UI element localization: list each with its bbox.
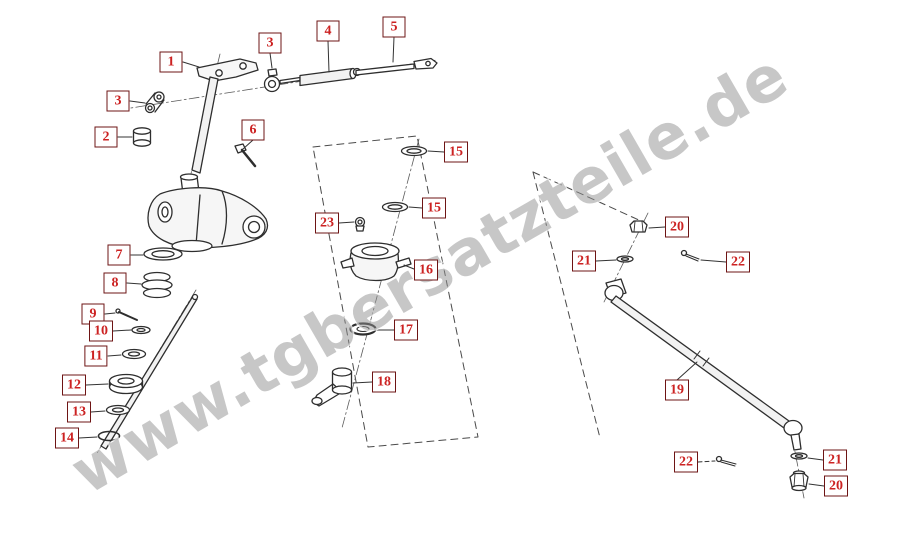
part-13-washer	[105, 404, 131, 416]
callout-11: 11	[84, 345, 108, 367]
steering-gear-housing	[147, 173, 269, 253]
callout-8: 8	[103, 272, 127, 294]
dashed-boundaries	[312, 135, 642, 448]
callout-15-upper: 15	[444, 141, 468, 163]
part-20-lower-nut	[789, 470, 809, 492]
part-23-grease-nipple	[354, 216, 366, 232]
part-6-bolt	[234, 143, 257, 168]
callout-10: 10	[89, 320, 113, 342]
part-21-lower-washer	[790, 452, 808, 460]
part-15-lower-ring	[381, 201, 409, 213]
callout-3-upper: 3	[258, 32, 282, 54]
callout-21-upper: 21	[572, 250, 596, 272]
callout-22-lower: 22	[674, 451, 698, 473]
callout-5: 5	[382, 16, 406, 38]
callout-17: 17	[394, 319, 418, 341]
part-11-washer	[121, 348, 147, 360]
part-3-left-clamp	[144, 91, 165, 114]
part-15-upper-ring	[400, 145, 428, 157]
part-5-upper-tie-rod	[352, 57, 438, 77]
part-16-steering-knuckle	[340, 242, 412, 282]
callout-15-lower: 15	[422, 197, 446, 219]
callout-22-upper: 22	[726, 251, 750, 273]
callout-23: 23	[315, 212, 339, 234]
callout-2: 2	[94, 126, 118, 148]
part-21-upper-washer	[616, 255, 634, 263]
callout-20-upper: 20	[665, 216, 689, 238]
part-18-knuckle-arm	[311, 367, 353, 407]
part-7-ring	[143, 247, 183, 261]
callout-3-left: 3	[106, 90, 130, 112]
part-4-handle-tube	[279, 67, 357, 87]
part-12-bearing	[108, 373, 144, 395]
callout-7: 7	[107, 244, 131, 266]
part-10-washer	[131, 325, 151, 335]
part-steering-shaft	[191, 76, 219, 174]
callout-13: 13	[67, 401, 91, 423]
part-22-upper-cotter-pin	[680, 249, 700, 262]
part-19-tie-rod	[604, 278, 803, 451]
callout-1: 1	[159, 51, 183, 73]
callout-18: 18	[372, 371, 396, 393]
part-9-pin	[115, 308, 138, 321]
callout-12: 12	[62, 374, 86, 396]
callout-21-lower: 21	[823, 449, 847, 471]
callout-20-lower: 20	[824, 475, 848, 497]
part-20-upper-nut	[629, 220, 648, 233]
part-1-mounting-bracket	[196, 58, 259, 82]
part-2-bushing	[132, 127, 152, 147]
callout-6: 6	[241, 119, 265, 141]
part-22-lower-cotter-pin	[715, 455, 737, 467]
part-14-snap-ring	[97, 430, 121, 442]
part-3-upper-clamp	[263, 68, 281, 93]
callout-14: 14	[55, 427, 79, 449]
part-17-seal-ring	[349, 322, 377, 336]
callout-16: 16	[414, 259, 438, 281]
part-8-bushing-boot	[141, 271, 173, 299]
leader-lines	[78, 36, 825, 487]
callout-4: 4	[316, 20, 340, 42]
callout-19: 19	[665, 379, 689, 401]
